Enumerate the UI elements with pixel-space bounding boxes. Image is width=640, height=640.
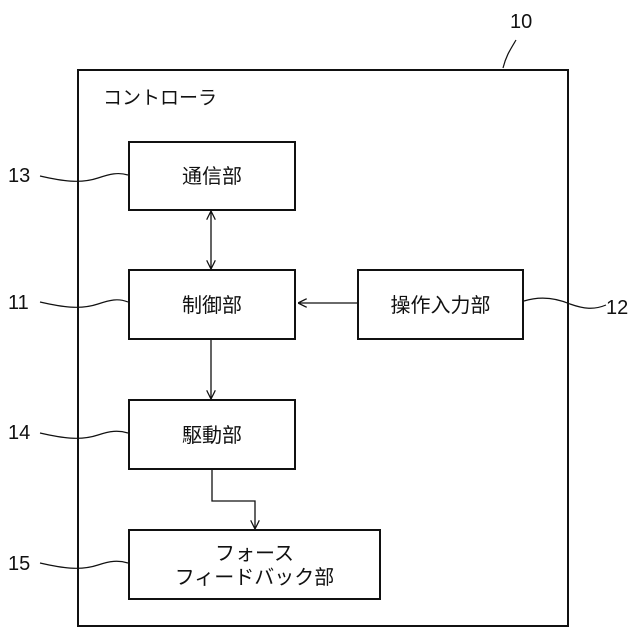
ref-number-15: 15: [8, 553, 30, 575]
operation-input-unit-block: 操作入力部: [357, 269, 524, 340]
communication-unit-block: 通信部: [128, 141, 296, 211]
controller-title: コントローラ: [103, 86, 217, 110]
force-feedback-label-line-2: フィードバック部: [175, 565, 335, 589]
ref-number-10: 10: [510, 11, 532, 33]
drive-unit-block: 駆動部: [128, 399, 296, 470]
drive-unit-label: 駆動部: [182, 423, 242, 447]
ref-number-13: 13: [8, 165, 30, 187]
ref-number-12: 12: [606, 297, 628, 319]
ref-number-14: 14: [8, 422, 30, 444]
control-unit-block: 制御部: [128, 269, 296, 340]
operation-input-unit-label: 操作入力部: [391, 293, 491, 317]
ref-number-11: 11: [8, 292, 29, 314]
force-feedback-label-line-1: フォース: [215, 541, 294, 565]
force-feedback-unit-block: フォース フィードバック部: [128, 529, 381, 600]
control-unit-label: 制御部: [182, 293, 242, 317]
communication-unit-label: 通信部: [182, 164, 242, 188]
leader-line-10: [503, 40, 516, 68]
